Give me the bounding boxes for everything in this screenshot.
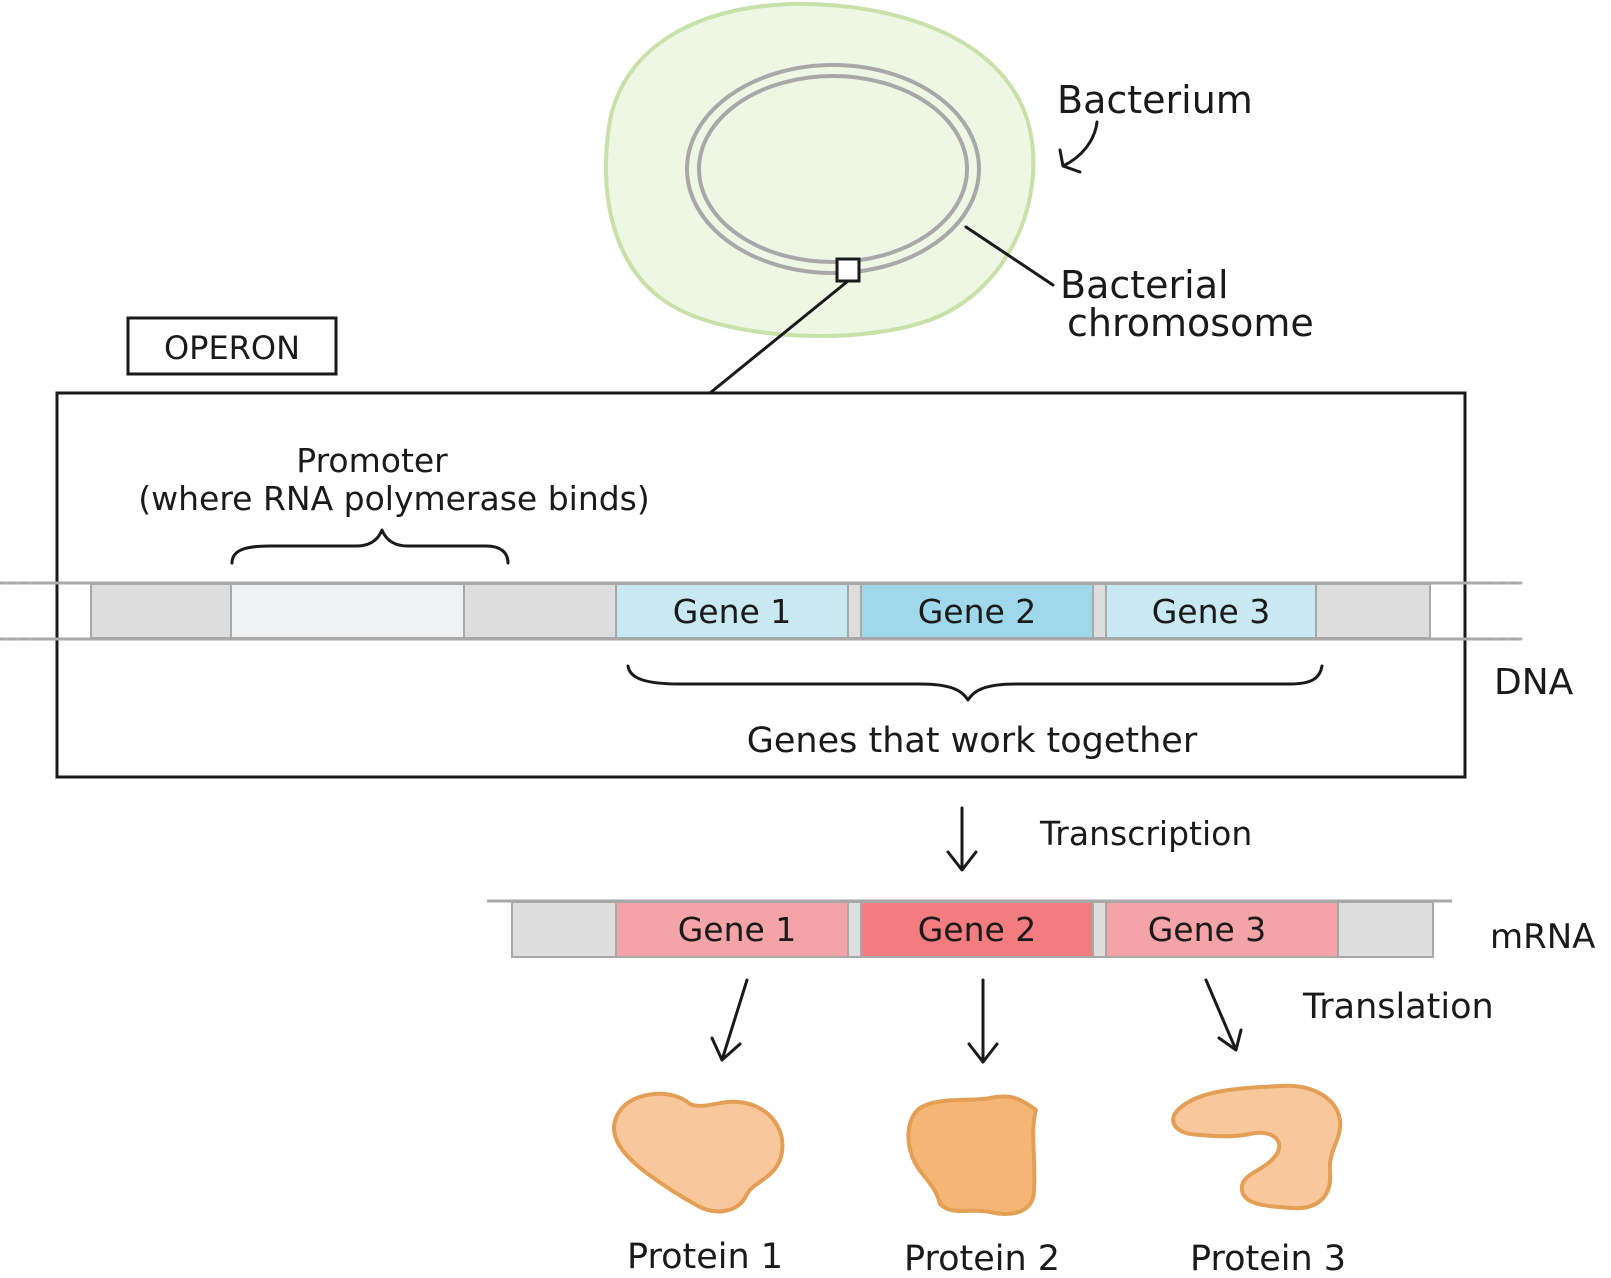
operon-label: OPERON	[164, 329, 300, 367]
mrna-trailer-segment	[1337, 901, 1434, 958]
translation-arrow-3	[1204, 978, 1243, 1052]
dna-upstream-segment	[90, 583, 232, 639]
bacterium-cell	[604, 1, 1036, 338]
mrna-leader-segment	[511, 901, 617, 958]
dna-promoter-segment	[230, 583, 465, 639]
genes-together-label: Genes that work together	[747, 721, 1198, 761]
protein-1-label: Protein 1	[627, 1237, 783, 1277]
mrna-gene-2-label: Gene 2	[918, 910, 1037, 949]
promoter-label-line1: Promoter	[296, 441, 448, 480]
dna-gene-1	[615, 583, 849, 639]
protein-3-shape	[1171, 1083, 1343, 1211]
genes-brace	[626, 664, 1324, 702]
operon-label-box	[126, 316, 338, 376]
mrna-gene-3-label: Gene 3	[1148, 910, 1267, 949]
mrna-spacer-1	[847, 901, 862, 958]
mrna-gene-1-label: Gene 1	[678, 910, 797, 949]
bacterium-label: Bacterium	[1057, 78, 1253, 122]
zoom-marker-square	[835, 257, 861, 283]
dna-segments	[90, 583, 1431, 639]
dna-spacer-2	[1092, 583, 1107, 639]
cell-membrane	[604, 1, 1036, 338]
mrna-segments	[511, 901, 1434, 958]
zoom-connector-line	[708, 279, 850, 395]
translation-arrow-1	[710, 978, 749, 1062]
chromosome-leader-line	[964, 225, 1055, 287]
dna-spacer-1	[847, 583, 862, 639]
dna-downstream-segment	[1315, 583, 1431, 639]
mrna-label: mRNA	[1490, 917, 1595, 957]
mrna-gene-2	[860, 901, 1094, 958]
translation-label: Translation	[1302, 987, 1494, 1027]
promoter-label-line2: (where RNA polymerase binds)	[138, 479, 650, 518]
translation-arrow-2	[967, 978, 999, 1064]
chromosome-label-line2: chromosome	[1067, 301, 1314, 345]
mrna-gene-3	[1105, 901, 1339, 958]
transcription-label: Transcription	[1039, 814, 1252, 853]
transcription-arrow	[946, 806, 978, 872]
dna-gene-2-label: Gene 2	[918, 592, 1037, 631]
dna-gene-3-label: Gene 3	[1152, 592, 1271, 631]
chromosome-inner-ring	[697, 74, 969, 264]
bacterium-pointer-arrow	[1058, 120, 1099, 174]
dna-gene-3	[1105, 583, 1317, 639]
mrna-spacer-2	[1092, 901, 1107, 958]
chromosome-outer-ring	[685, 63, 981, 275]
dna-operator-segment	[463, 583, 617, 639]
dna-gene-1-label: Gene 1	[673, 592, 792, 631]
protein-2-shape	[906, 1094, 1038, 1216]
protein-2-label: Protein 2	[904, 1239, 1060, 1278]
protein-3-label: Protein 3	[1190, 1239, 1346, 1278]
promoter-brace	[230, 528, 510, 565]
dna-label: DNA	[1494, 662, 1574, 703]
protein-1-shape	[612, 1091, 785, 1214]
chromosome-label-line1: Bacterial	[1060, 263, 1229, 307]
